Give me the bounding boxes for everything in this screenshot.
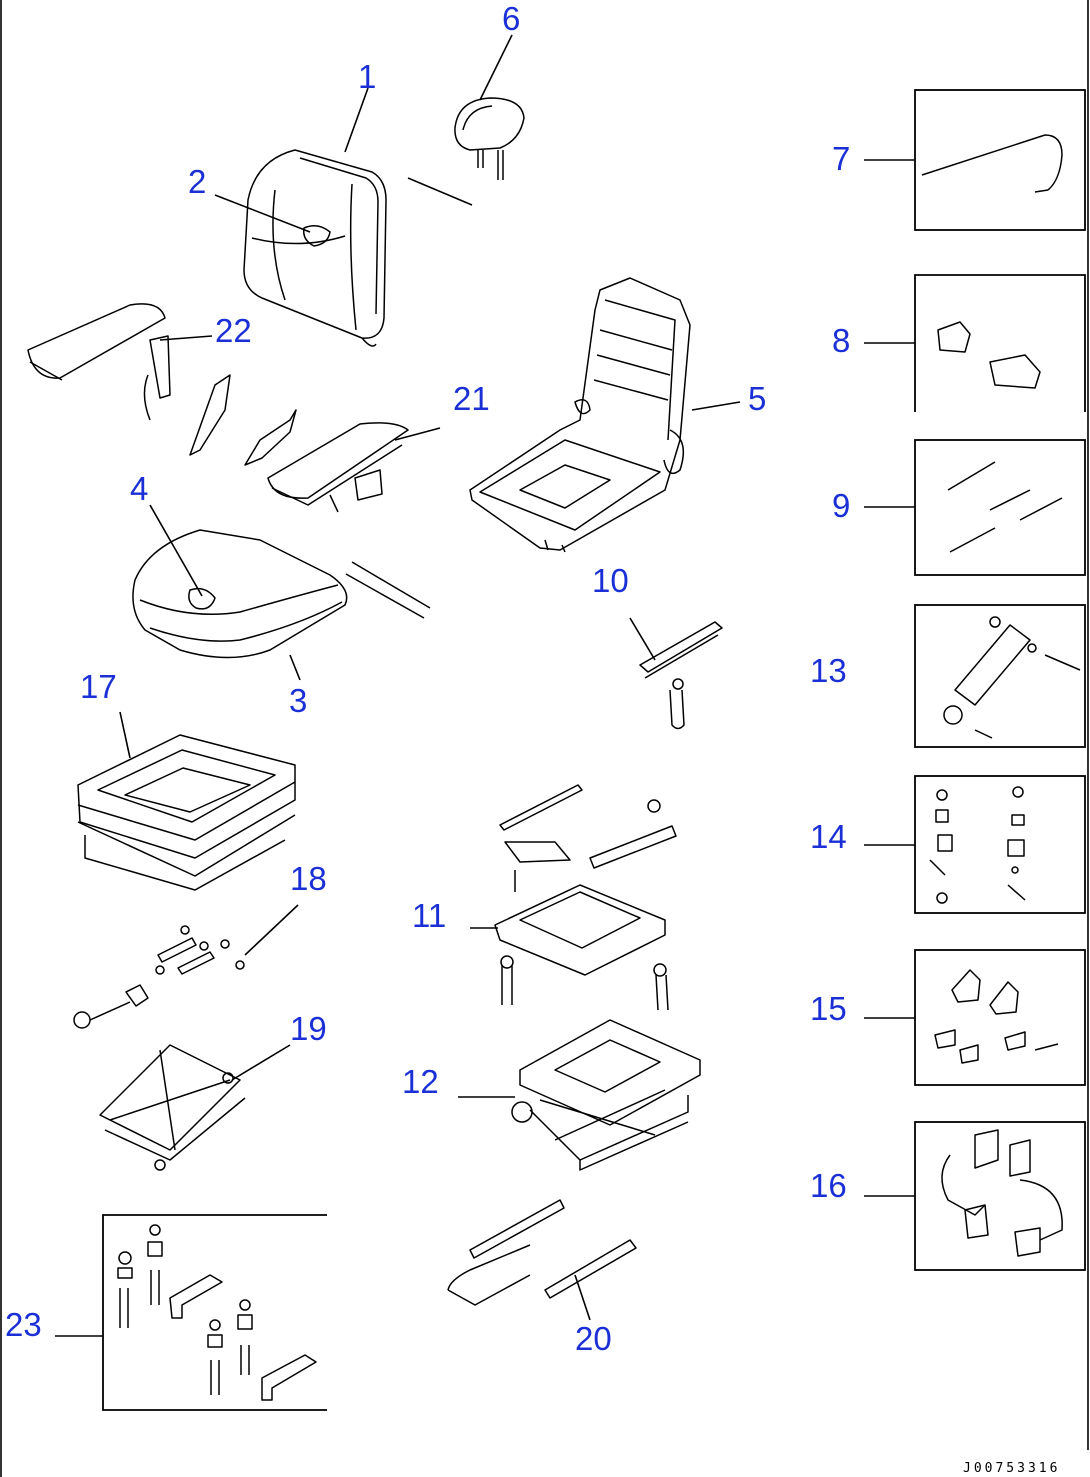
callout-14: 14	[810, 818, 847, 855]
callout-12: 12	[402, 1063, 439, 1100]
callout-15: 15	[810, 990, 847, 1027]
part-headrest	[407, 97, 525, 206]
part-armrest	[27, 303, 297, 466]
part-clips-8	[937, 321, 1041, 389]
part-suspension	[511, 1019, 701, 1171]
leader-lines	[55, 34, 915, 1337]
callout-4: 4	[130, 470, 148, 507]
part-straps-16	[941, 1129, 1063, 1257]
callout-8: 8	[832, 322, 850, 359]
box-part-13	[914, 604, 1086, 748]
part-seat-back-cushion	[243, 149, 387, 347]
box-part-7	[914, 89, 1086, 231]
callout-17: 17	[80, 668, 117, 705]
box-part-9	[914, 439, 1086, 576]
part-seat-cushion	[132, 529, 431, 659]
part-damper-13	[943, 616, 1081, 739]
box-part-8	[914, 274, 1086, 412]
callout-10: 10	[592, 562, 629, 599]
callout-9: 9	[832, 487, 850, 524]
part-slide-unit	[494, 784, 677, 1011]
part-scissor-linkage	[99, 1044, 246, 1171]
callout-7: 7	[832, 140, 850, 177]
part-rails	[447, 1199, 637, 1306]
callout-23: 23	[5, 1306, 42, 1343]
part-cable	[921, 134, 1063, 193]
part-bolts-23	[117, 1224, 317, 1401]
callout-5: 5	[748, 380, 766, 417]
callout-6: 6	[502, 0, 520, 37]
drawing-code: J00753316	[963, 1461, 1060, 1476]
callout-16: 16	[810, 1167, 847, 1204]
box-part-16	[914, 1121, 1086, 1271]
part-side-cover	[267, 422, 409, 513]
part-hardware-14	[929, 786, 1026, 904]
part-brackets-15	[934, 969, 1059, 1064]
callout-20: 20	[575, 1320, 612, 1357]
box-part-23	[102, 1214, 327, 1411]
callout-13: 13	[810, 652, 847, 689]
part-slide-rail-10	[639, 621, 723, 730]
part-seat-pan	[77, 734, 296, 891]
callout-3: 3	[289, 682, 307, 719]
callout-11: 11	[412, 897, 446, 934]
part-springs-9	[947, 461, 1063, 553]
callout-2: 2	[188, 163, 206, 200]
callout-22: 22	[215, 312, 252, 349]
box-part-15	[914, 949, 1086, 1086]
callout-1: 1	[358, 58, 376, 95]
callout-19: 19	[290, 1010, 327, 1047]
callout-18: 18	[290, 860, 327, 897]
part-seat-frame	[469, 277, 691, 553]
callout-21: 21	[453, 380, 490, 417]
part-bolt-set	[73, 925, 245, 1029]
